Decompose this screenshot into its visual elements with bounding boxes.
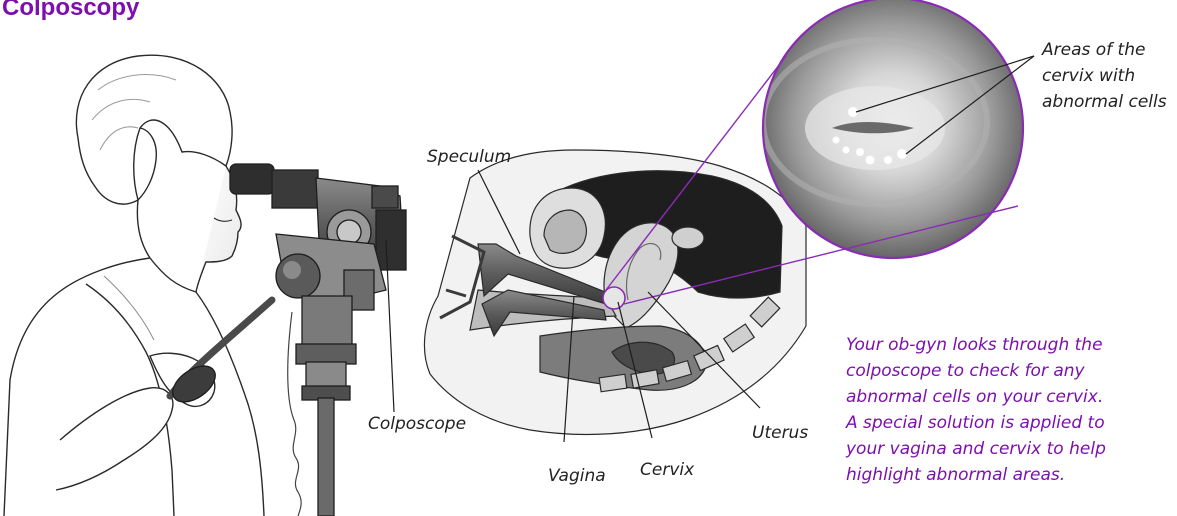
description-line-1: Your ob-gyn looks through the: [846, 333, 1103, 358]
colposcope-illustration: [166, 164, 406, 516]
label-areas-line-2: cervix with: [1042, 66, 1135, 86]
label-areas-line-1: Areas of the: [1042, 40, 1145, 60]
cervix-magnified-view: [763, 0, 1023, 258]
description-line-3: abnormal cells on your cervix.: [846, 385, 1103, 410]
label-colposcope: Colposcope: [368, 414, 466, 434]
label-speculum: Speculum: [427, 147, 511, 167]
pelvic-anatomy-illustration: [424, 150, 806, 434]
label-areas-line-3: abnormal cells: [1042, 92, 1167, 112]
description-line-6: highlight abnormal areas.: [846, 463, 1065, 488]
label-cervix: Cervix: [640, 460, 694, 480]
label-uterus: Uterus: [752, 423, 808, 443]
description-line-2: colposcope to check for any: [846, 359, 1085, 384]
label-vagina: Vagina: [548, 466, 606, 486]
description-line-4: A special solution is applied to: [846, 411, 1105, 436]
description-line-5: your vagina and cervix to help: [846, 437, 1106, 462]
examiner-illustration: [4, 55, 264, 516]
